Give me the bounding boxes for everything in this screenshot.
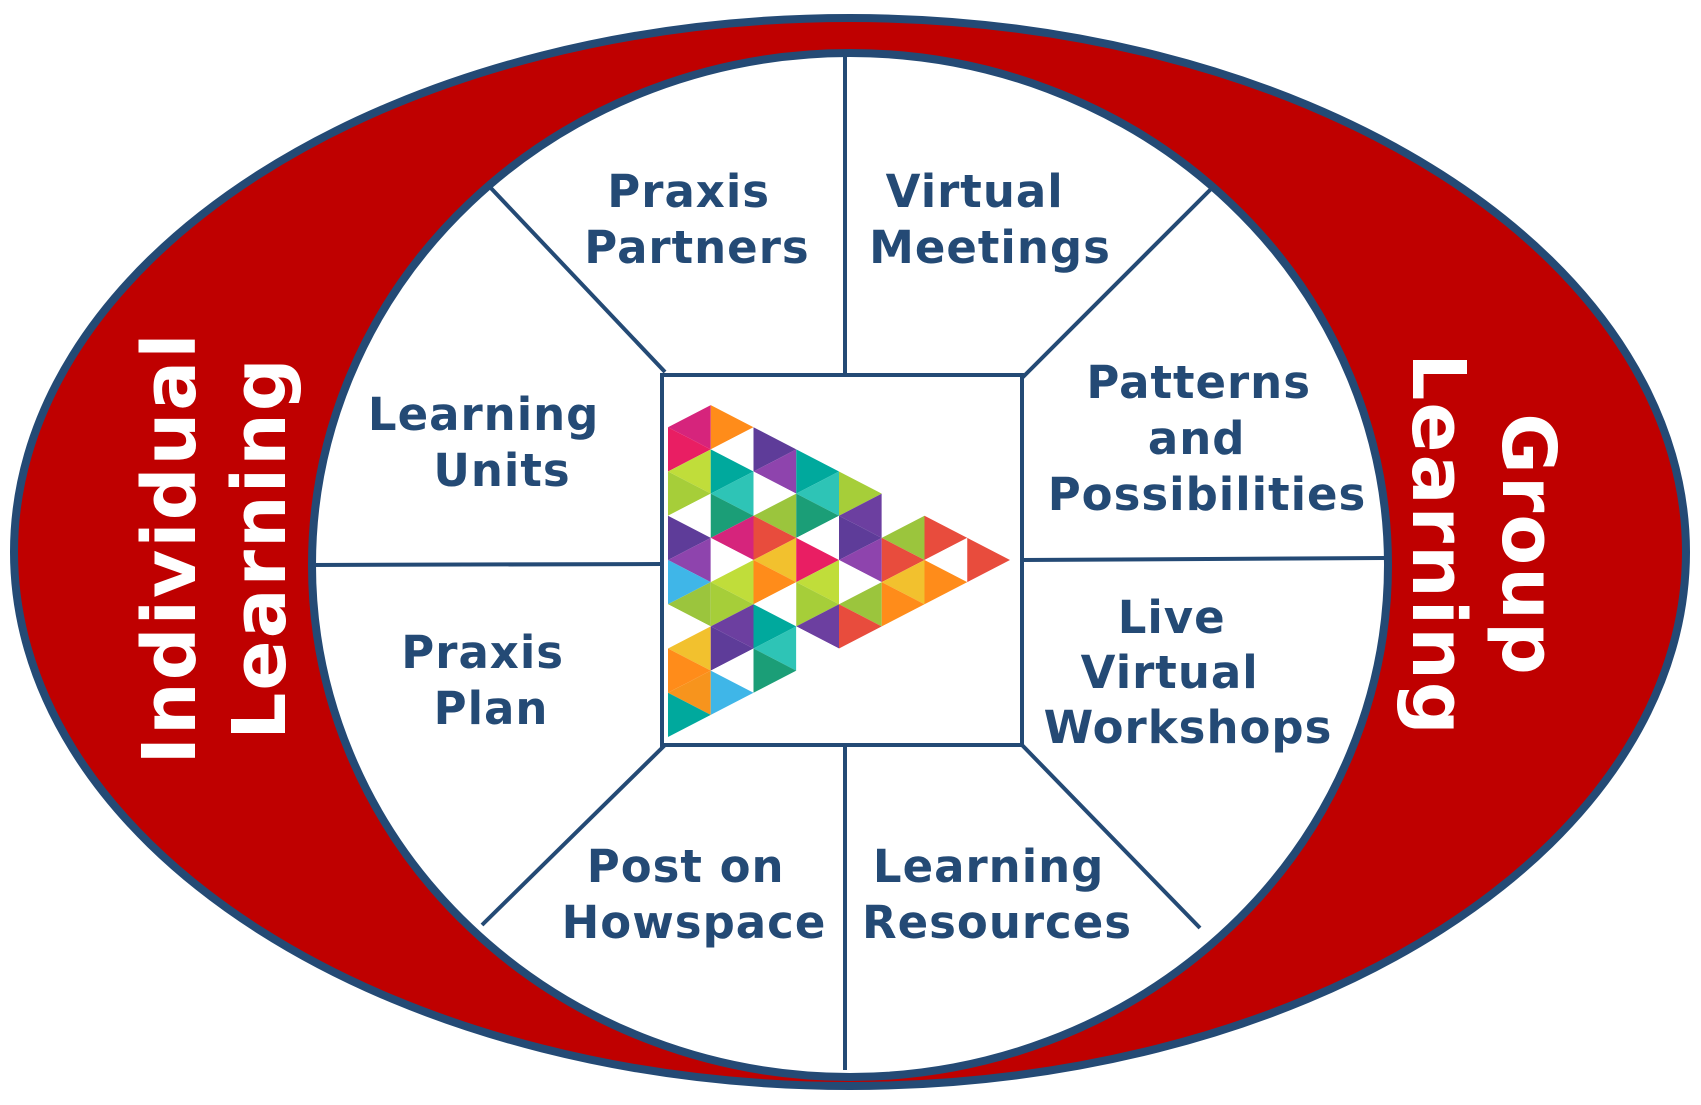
mosaic-triangle	[668, 560, 711, 605]
segment-dividers	[309, 57, 1386, 1070]
mosaic-triangle	[881, 493, 925, 538]
mosaic-triangle	[839, 493, 882, 538]
mosaic-triangle	[710, 515, 754, 560]
mosaic-triangle	[753, 582, 797, 627]
mosaic-triangle	[753, 604, 797, 649]
mosaic-triangle	[796, 493, 839, 538]
mosaic-triangle	[668, 582, 711, 627]
mosaic-triangle	[668, 471, 711, 516]
mosaic-triangle	[753, 471, 797, 516]
mosaic-triangle	[753, 648, 797, 693]
segment-labels: Praxis Partners Virtual Meetings Pattern…	[368, 165, 1367, 949]
mosaic-triangle	[668, 604, 711, 649]
segment-praxis-partners: Praxis Partners	[584, 165, 809, 274]
mosaic-triangle	[753, 560, 797, 605]
segment-praxis-plan: Praxis Plan	[401, 626, 580, 735]
ring-label-individual: Individual	[127, 331, 213, 764]
mosaic-triangle	[710, 471, 754, 516]
mosaic-triangle	[753, 493, 797, 538]
mosaic-triangle	[924, 560, 968, 605]
mosaic-triangle	[668, 692, 711, 737]
mosaic-triangle	[710, 582, 754, 627]
mosaic-triangle	[710, 537, 754, 583]
mosaic-triangle	[668, 493, 711, 538]
mosaic-triangle	[839, 560, 882, 605]
mosaic-triangle	[839, 537, 882, 583]
ring-label-right: Group Learning	[1395, 353, 1571, 736]
mosaic-triangle	[710, 560, 754, 605]
mosaic-triangle	[710, 648, 754, 693]
mosaic-triangle	[796, 537, 839, 583]
ring-label-learning-left: Learning	[217, 356, 303, 739]
ring-label-group: Group	[1485, 413, 1571, 677]
mosaic-triangle	[881, 537, 925, 583]
mosaic-triangle	[839, 515, 882, 560]
mosaic-triangle	[881, 560, 925, 605]
divider-right	[1021, 556, 1386, 562]
mosaic-triangle	[753, 427, 797, 472]
mosaic-triangle	[668, 515, 711, 560]
mosaic-triangle	[796, 582, 839, 627]
mosaic-triangle	[668, 427, 711, 472]
mosaic-triangle	[710, 449, 754, 494]
mosaic-triangle	[753, 515, 797, 560]
segment-learning-units: Learning Units	[368, 388, 616, 497]
mosaic-triangle	[753, 449, 797, 494]
mosaic-triangle	[924, 537, 968, 583]
ring-label-learning-right: Learning	[1395, 353, 1481, 736]
mosaic-triangle	[668, 626, 711, 671]
segment-post-on-howspace: Post on Howspace	[562, 840, 827, 949]
mosaic-triangle	[710, 493, 754, 538]
mosaic-triangle	[924, 515, 968, 560]
mosaic-triangle	[710, 626, 754, 671]
mosaic-triangle	[668, 537, 711, 583]
segment-live-virtual-workshops: Live Virtual Workshops	[1044, 591, 1333, 754]
mosaic-triangle	[967, 537, 1010, 583]
mosaic-triangle	[796, 471, 839, 516]
mosaic-triangle	[668, 648, 711, 693]
mosaic-triangle	[839, 582, 882, 627]
mosaic-triangle	[668, 670, 711, 715]
mosaic-triangle	[710, 670, 754, 715]
mosaic-triangle	[796, 626, 839, 671]
mosaic-triangle	[710, 604, 754, 649]
divider-lower-left	[480, 743, 667, 927]
divider-lower-right	[1020, 743, 1202, 930]
divider-upper-left	[486, 183, 667, 374]
mosaic-triangle	[839, 604, 882, 649]
mosaic-triangle	[796, 449, 839, 494]
mosaic-triangle	[839, 471, 882, 516]
mosaic-triangle	[796, 604, 839, 649]
divider-left	[309, 562, 663, 567]
mosaic-triangle	[881, 515, 925, 560]
mosaic-triangle	[710, 427, 754, 472]
mosaic-triangle	[668, 383, 711, 428]
triangle-mosaic-logo	[668, 383, 1010, 737]
mosaic-triangle	[668, 449, 711, 494]
divider-upper-right	[1020, 186, 1214, 380]
mosaic-triangle	[796, 515, 839, 560]
mosaic-triangle	[753, 537, 797, 583]
mosaic-triangle	[881, 582, 925, 627]
segment-learning-resources: Learning Resources	[862, 840, 1132, 949]
mosaic-triangle	[796, 560, 839, 605]
segment-patterns-and-possibilities: Patterns and Possibilities	[1048, 356, 1367, 521]
segment-virtual-meetings: Virtual Meetings	[869, 165, 1111, 274]
mosaic-triangle	[710, 405, 754, 450]
mosaic-triangle	[668, 405, 711, 450]
mosaic-triangle	[753, 626, 797, 671]
ring-label-left: Individual Learning	[127, 331, 303, 764]
